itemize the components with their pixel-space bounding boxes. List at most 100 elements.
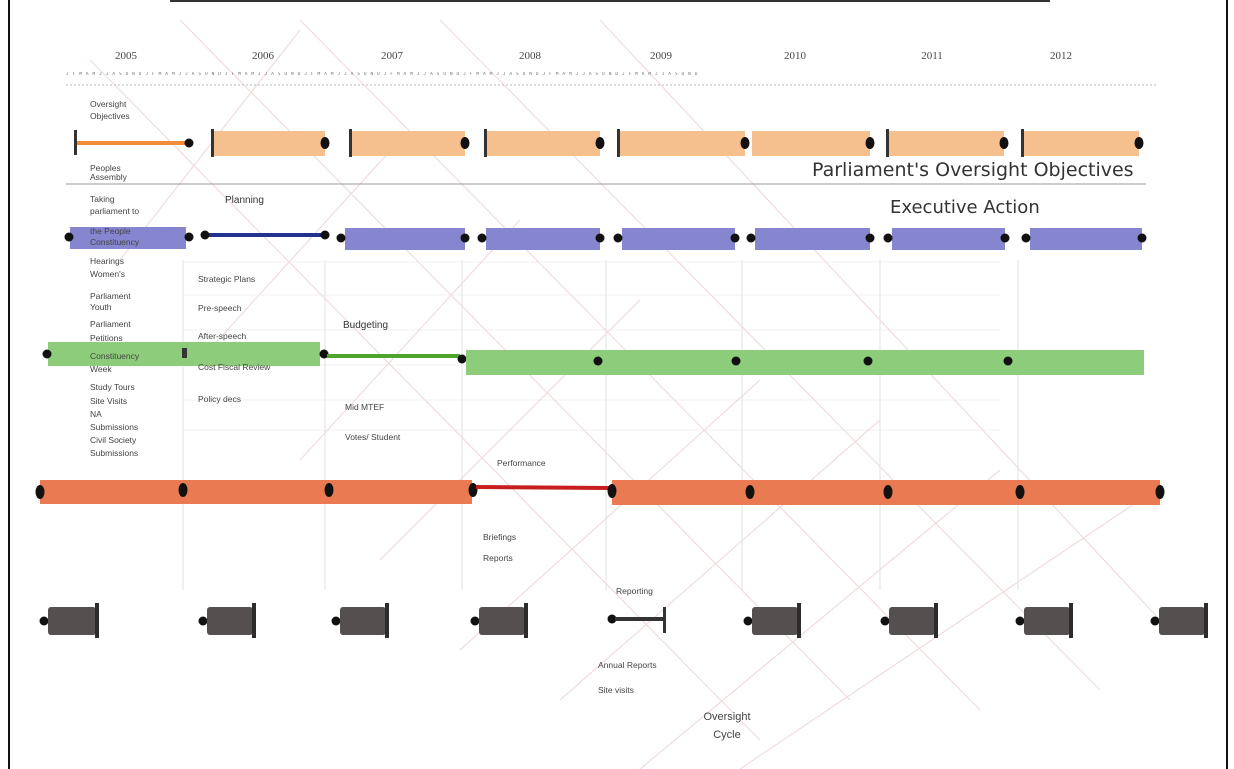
executive-active-dot-b	[320, 230, 330, 240]
executive-dot-start-4	[883, 233, 893, 243]
objectives-row-title: Parliament's Oversight Objectives	[812, 159, 1134, 181]
budgeting-bar-1	[466, 350, 1144, 375]
diag-up-1	[639, 469, 1001, 769]
budgeting-label-10: Site Visits	[90, 396, 128, 406]
budgeting-label-8: Week	[90, 364, 112, 374]
performance-dot-6	[1015, 485, 1025, 499]
year-label-2011: 2011	[921, 50, 943, 62]
performance-dot-7	[1155, 485, 1165, 499]
reporting-item-1: Annual Reports	[598, 660, 657, 670]
executive-label-2: parliament to	[90, 206, 140, 216]
objectives-bar-0	[212, 131, 325, 156]
diag-down-3	[599, 19, 1161, 621]
diag-up-7	[119, 29, 301, 261]
reporting-block-3	[479, 607, 525, 635]
objectives-bar-1	[350, 131, 465, 156]
budgeting-label-3: Parliament	[90, 291, 131, 301]
objectives-bar-5	[887, 131, 1004, 156]
executive-bar-6	[1030, 228, 1142, 250]
planning-item-4: Cost Fiscal Review	[198, 362, 271, 372]
year-label-2012: 2012	[1050, 50, 1072, 62]
reporting-dot-5	[880, 616, 890, 626]
reporting-endcap-7	[1204, 603, 1208, 638]
executive-dot-start-2	[613, 233, 623, 243]
objectives-tick-1	[349, 129, 352, 157]
executive-bar-2	[486, 228, 600, 250]
diag-up-4	[379, 299, 641, 561]
reporting-endcap-3	[524, 603, 528, 638]
planning-phase-label: Planning	[225, 195, 264, 206]
budgeting-dot-2	[863, 356, 873, 366]
year-label-2009: 2009	[650, 50, 672, 62]
objectives-dot-5	[865, 137, 875, 149]
executive-dot-start-5	[1021, 233, 1031, 243]
year-label-2006: 2006	[252, 50, 274, 62]
objectives-tick-5	[886, 129, 889, 157]
performance-item-2: Reports	[483, 553, 513, 563]
objectives-bar-2	[485, 131, 600, 156]
reporting-block-7	[1159, 607, 1205, 635]
objectives-dot-7	[1134, 137, 1144, 149]
performance-dot-1	[324, 483, 334, 497]
reporting-endcap-5	[934, 603, 938, 638]
executive-dot-start	[64, 232, 74, 242]
objectives-bar-3	[618, 131, 745, 156]
executive-active-dot-a	[200, 230, 210, 240]
budgeting-active-dot-b	[457, 354, 467, 364]
budgeting-label-5: Parliament	[90, 319, 131, 329]
budgeting-dot-start	[42, 349, 52, 359]
budgeting-label-9: Study Tours	[90, 382, 135, 392]
performance-active-bar	[475, 485, 611, 490]
executive-bar-0	[70, 227, 186, 249]
executive-dot-end-0	[460, 233, 470, 243]
planning-item-5: Policy decs	[198, 394, 241, 404]
budgeting-mid-tick	[182, 348, 187, 358]
budgeting-label-1: Hearings	[90, 256, 125, 266]
diag-up-0	[739, 499, 1141, 769]
performance-phase-label: Performance	[497, 458, 546, 468]
reporting-block-1	[207, 607, 253, 635]
executive-bar-3	[622, 228, 735, 250]
executive-dot-start-0	[336, 233, 346, 243]
performance-dot-2	[468, 483, 478, 497]
reporting-dot-3	[470, 616, 480, 626]
reporting-dot-0	[39, 616, 49, 626]
objectives-sublabel-2: Assembly	[90, 172, 127, 182]
executive-dot-end-2	[730, 233, 740, 243]
oversight-cycle-label-2: Cycle	[713, 729, 741, 741]
year-label-2010: 2010	[784, 50, 806, 62]
year-label-2005: 2005	[115, 50, 137, 62]
executive-bar-4	[755, 228, 870, 250]
objectives-bar-6	[1022, 131, 1139, 156]
performance-item-1: Briefings	[483, 532, 517, 542]
reporting-phase-label: Reporting	[616, 586, 653, 596]
executive-bar-1	[345, 228, 465, 250]
objectives-start-tick	[74, 130, 77, 155]
objectives-label-1: Oversight	[90, 99, 127, 109]
diag-down-4	[89, 59, 761, 741]
executive-label-3: the People	[90, 226, 131, 236]
year-label-2007: 2007	[381, 50, 403, 62]
reporting-active-dot	[607, 614, 617, 624]
reporting-endcap-6	[1069, 603, 1073, 638]
budgeting-label-12: Submissions	[90, 422, 139, 432]
diag-up-6	[199, 139, 401, 361]
performance-bar-0	[40, 480, 472, 504]
objectives-tick-6	[1021, 129, 1024, 157]
reporting-block-4	[752, 607, 798, 635]
objectives-dot-3	[595, 137, 605, 149]
budgeting-item-2: Votes/ Student	[345, 432, 401, 442]
executive-dot-end-1	[595, 233, 605, 243]
executive-dot-end-3	[865, 233, 875, 243]
reporting-endcap-0	[95, 603, 99, 638]
planning-item-3: After-speech	[198, 331, 247, 341]
reporting-block-6	[1024, 607, 1070, 635]
diag-up-3	[459, 379, 761, 651]
budgeting-phase-label: Budgeting	[343, 320, 389, 331]
reporting-dot-1	[198, 616, 208, 626]
reporting-endcap-1	[252, 603, 256, 638]
performance-dot-3	[607, 484, 617, 498]
executive-dot-start-3	[746, 233, 756, 243]
objectives-bar-4	[752, 131, 870, 156]
reporting-active-endcap	[663, 607, 666, 633]
